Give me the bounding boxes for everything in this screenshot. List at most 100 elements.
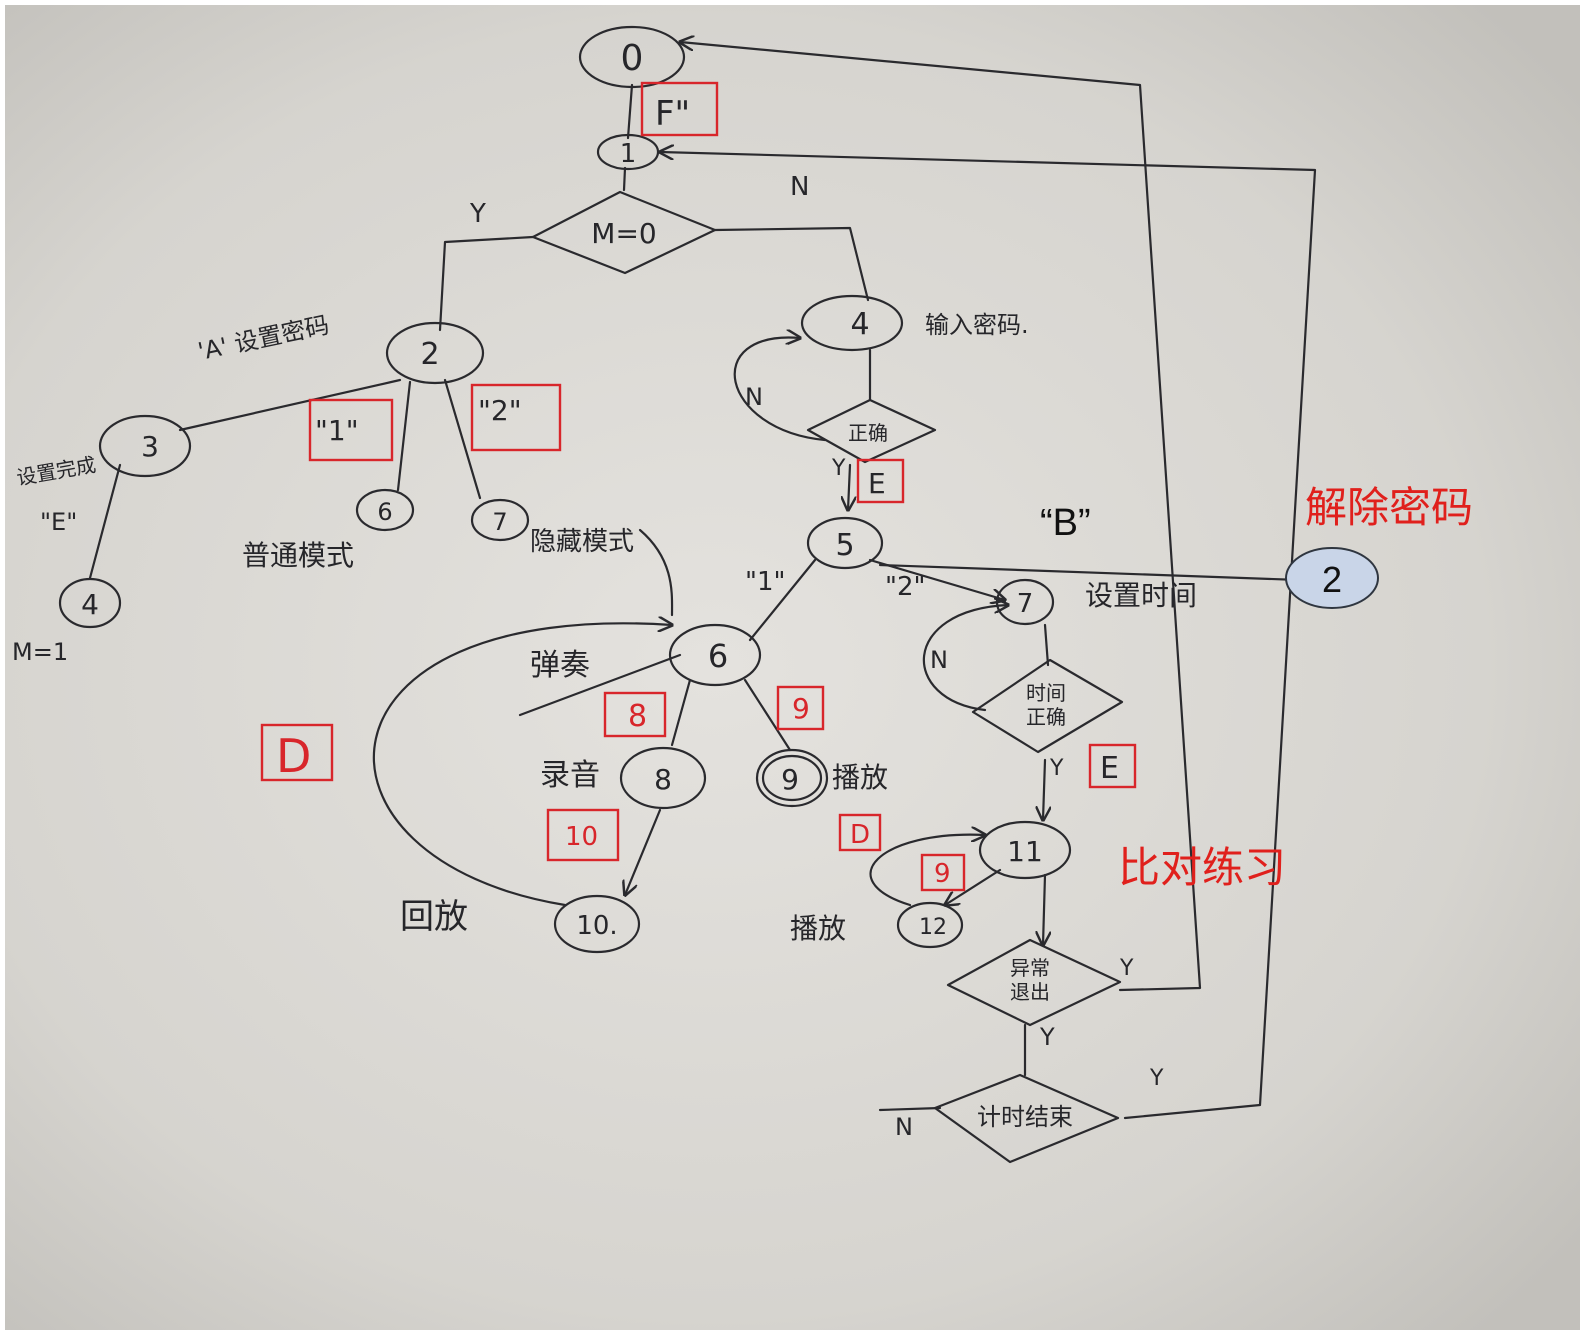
svg-text:D: D — [850, 820, 870, 850]
decision-time-correct: 时间 正确 — [971, 658, 1124, 754]
typed-annotations: “B” 解除密码 比对练习 2 — [1040, 483, 1473, 892]
red-key-boxes: F" E 8 9 D 10 E — [260, 81, 1137, 892]
node-7-small: 7 — [470, 498, 530, 542]
key-box-f: F" — [640, 81, 719, 137]
svg-text:10: 10 — [565, 822, 598, 852]
label-m-eq-1: M=1 — [12, 638, 68, 666]
svg-text:9: 9 — [781, 763, 799, 796]
handwritten-labels: 'A' 设置密码 设置完成 "E" M=1 输入密码. 普通模式 隐藏模式 弹奏… — [12, 311, 1197, 945]
edge-y-left: Y — [469, 199, 486, 229]
node-3: 3 — [98, 414, 192, 478]
svg-text:10.: 10. — [576, 911, 617, 941]
label-quote-1-a: "1" — [315, 414, 359, 447]
svg-text:9: 9 — [792, 692, 810, 725]
key-box-8: 8 — [603, 691, 667, 738]
svg-text:6: 6 — [708, 637, 728, 675]
key-box-e-time: E — [1088, 743, 1137, 789]
node-12: 12 — [896, 901, 964, 949]
decision-timing-end: 计时结束 — [933, 1073, 1120, 1164]
annotation-remove-password: 解除密码 — [1305, 483, 1473, 532]
label-set-time: 设置时间 — [1085, 579, 1197, 612]
node-6-main: 6 — [668, 623, 762, 687]
decision-correct: 正确 — [806, 398, 937, 464]
node-0: 0 — [578, 25, 686, 89]
label-hidden-mode: 隐藏模式 — [530, 527, 634, 557]
label-quote-2-b: "2" — [885, 572, 925, 602]
svg-text:0: 0 — [621, 38, 644, 79]
svg-text:8: 8 — [654, 763, 672, 796]
key-box-9-small: 9 — [920, 853, 966, 892]
node-7-right: 7 — [995, 578, 1055, 626]
abnormal-exit-line2: 退出 — [1010, 980, 1050, 1004]
abnormal-exit-line1: 异常 — [1010, 956, 1050, 980]
edge-n-loop-time: N — [930, 646, 948, 674]
time-correct-line2: 正确 — [1026, 705, 1066, 729]
annotation-b-key: “B” — [1040, 502, 1091, 544]
decision-abnormal-exit: 异常 退出 — [946, 938, 1122, 1027]
svg-text:12: 12 — [919, 915, 947, 940]
node-6-small: 6 — [355, 488, 415, 532]
svg-text:正确: 正确 — [848, 421, 888, 445]
label-quote-2-a: "2" — [478, 394, 522, 427]
svg-text:D: D — [276, 729, 311, 783]
label-perform: 弹奏 — [530, 648, 590, 683]
edge-labels: Y N N Y N Y Y Y Y N — [469, 172, 1164, 1141]
edge-n-loop-correct: N — [745, 383, 763, 411]
edge-y-correct: Y — [831, 456, 846, 481]
label-input-password: 输入密码. — [925, 311, 1029, 339]
key-box-9-top: 9 — [776, 685, 825, 731]
svg-text:3: 3 — [141, 430, 159, 463]
node-8: 8 — [619, 746, 707, 810]
svg-text:7: 7 — [492, 508, 507, 536]
annotation-compare-practice: 比对练习 — [1118, 843, 1286, 892]
node-2: 2 — [385, 321, 485, 385]
label-replay: 回放 — [400, 897, 468, 937]
svg-text:8: 8 — [628, 699, 647, 734]
svg-text:7: 7 — [1017, 589, 1034, 619]
edges — [88, 42, 1317, 1120]
time-correct-line1: 时间 — [1026, 681, 1066, 705]
key-box-d-left: D — [260, 723, 334, 783]
svg-text:M=0: M=0 — [591, 217, 656, 250]
decision-m-zero: M=0 — [531, 190, 717, 275]
svg-text:4: 4 — [850, 307, 869, 342]
svg-text:E: E — [1100, 751, 1119, 786]
svg-text:计时结束: 计时结束 — [977, 1103, 1073, 1131]
label-play-12: 播放 — [790, 912, 846, 945]
svg-text:6: 6 — [377, 498, 392, 526]
node-4-left: 4 — [58, 577, 122, 629]
svg-text:F": F" — [655, 94, 690, 134]
key-box-10: 10 — [546, 808, 620, 862]
svg-text:5: 5 — [835, 528, 854, 563]
edge-n-top: N — [790, 172, 809, 202]
node-11: 11 — [978, 820, 1072, 880]
svg-text:4: 4 — [81, 588, 99, 621]
node-1: 1 — [596, 133, 660, 171]
svg-text:2: 2 — [420, 337, 439, 372]
label-record: 录音 — [540, 758, 600, 793]
label-quote-1-b: "1" — [745, 567, 785, 597]
node-4-right: 4 — [800, 294, 904, 352]
svg-text:9: 9 — [934, 859, 951, 889]
key-box-one — [308, 398, 394, 462]
svg-text:E: E — [868, 467, 886, 500]
key-box-e-correct: E — [856, 458, 905, 504]
node-9: 9 — [755, 748, 829, 808]
label-normal-mode: 普通模式 — [242, 539, 354, 572]
paper-background — [5, 5, 1580, 1330]
key-box-d-small: D — [838, 813, 882, 852]
node-5: 5 — [806, 516, 884, 570]
label-play-9: 播放 — [832, 761, 888, 794]
label-e-quote: "E" — [40, 508, 77, 536]
node-10: 10. — [553, 894, 641, 954]
edge-y-timing-right: Y — [1149, 1066, 1164, 1091]
edge-n-timing-left: N — [895, 1113, 913, 1141]
key-box-two — [470, 383, 562, 452]
svg-text:11: 11 — [1007, 835, 1043, 868]
decisions: M=0 正确 时间 正确 异常 退出 计时结束 — [531, 190, 1124, 1164]
nodes: 0 1 2 3 4 4 5 6 — [58, 25, 1072, 954]
edge-y-abnormal-down: Y — [1039, 1023, 1055, 1051]
callout-2: 2 — [1285, 547, 1379, 609]
edge-y-time: Y — [1049, 756, 1064, 781]
svg-text:1: 1 — [620, 139, 637, 169]
